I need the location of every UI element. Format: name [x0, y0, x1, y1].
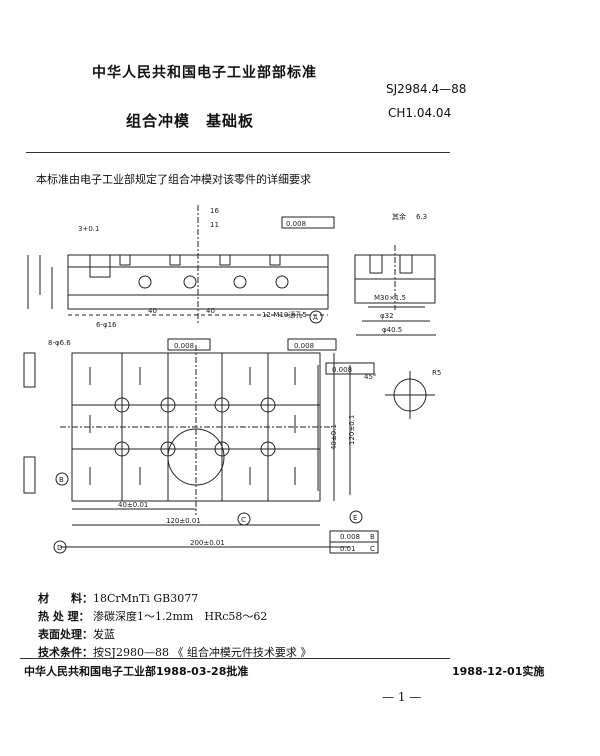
- dim-120-v: 120±0.1: [348, 415, 356, 445]
- spec-material: 材 料：18CrMnTi GB3077: [38, 592, 199, 605]
- datum-b: B: [59, 476, 64, 484]
- intro-text: 本标准由电子工业部规定了组合冲模对该零件的详细要求: [36, 173, 311, 186]
- dim-200-pm: 200±0.01: [190, 539, 225, 547]
- dim-40-a: 40: [148, 307, 157, 315]
- datum-c: C: [241, 516, 246, 524]
- footer-rule: [20, 658, 450, 659]
- page-number: — 1 —: [382, 690, 422, 704]
- effective-date: 1988-12-01实施: [452, 665, 545, 678]
- datum-d: D: [57, 544, 62, 552]
- dim-16: 16: [210, 207, 219, 215]
- spec-surface: 表面处理：发蓝: [38, 628, 115, 641]
- roughness-value: 6.3: [416, 213, 427, 221]
- fcf-row1: 0.008: [340, 533, 360, 541]
- fcf-c: 0.008: [174, 342, 194, 350]
- dim-angle: 45°: [364, 373, 376, 381]
- section-hole: [138, 275, 152, 289]
- part-code: CH1.04.04: [388, 106, 452, 120]
- fcf-row2-datum: C: [370, 545, 375, 553]
- dim-120-pm: 120±0.01: [166, 517, 201, 525]
- dim-d40-5: φ40.5: [382, 326, 402, 334]
- approval-line: 中华人民共和国电子工业部1988-03-28批准: [24, 665, 249, 678]
- dim-small-holes: 6-φ16: [96, 321, 117, 329]
- dim-m30: M30×1.5: [374, 294, 406, 302]
- dim-11: 11: [210, 221, 219, 229]
- fcf-b: 0.008: [332, 366, 352, 374]
- dim-40-v: 40±0.1: [330, 424, 338, 450]
- plan-holes: [114, 397, 276, 486]
- technical-drawing: 16 11 3+0.1 40 40 6-φ16 12-M10通孔5 0.008 …: [23, 205, 441, 554]
- spec-technical-conditions: 技术条件：按SJ2980—88 《 组合冲模元件技术要求 》: [38, 646, 312, 659]
- fcf-row2: 0.01: [340, 545, 356, 553]
- fcf-row1-datum: B: [370, 533, 375, 541]
- spec-heat-treatment: 热 处 理：渗碳深度1～1.2mm HRc58～62: [38, 610, 268, 623]
- dim-40-b: 40: [206, 307, 215, 315]
- standard-header: 中华人民共和国电子工业部部标准: [92, 65, 317, 81]
- fcf-e: 0.008: [294, 342, 314, 350]
- datum-a: A: [313, 314, 318, 322]
- document-title: 组合冲模 基础板: [126, 112, 255, 130]
- dim-40-pm: 40±0.01: [118, 501, 148, 509]
- dim-countersink: 8-φ6.6: [48, 339, 71, 347]
- fcf-a: 0.008: [286, 220, 306, 228]
- dim-tapped-holes: 12-M10通孔5: [262, 310, 307, 319]
- standard-code: SJ2984.4—88: [386, 82, 467, 96]
- top-rule: [26, 152, 450, 153]
- datum-e: E: [353, 514, 357, 522]
- dim-t1: 3+0.1: [78, 225, 99, 233]
- roughness-note: 其余: [392, 212, 406, 221]
- dim-d32: φ32: [380, 312, 394, 320]
- dim-radius: R5: [432, 369, 441, 377]
